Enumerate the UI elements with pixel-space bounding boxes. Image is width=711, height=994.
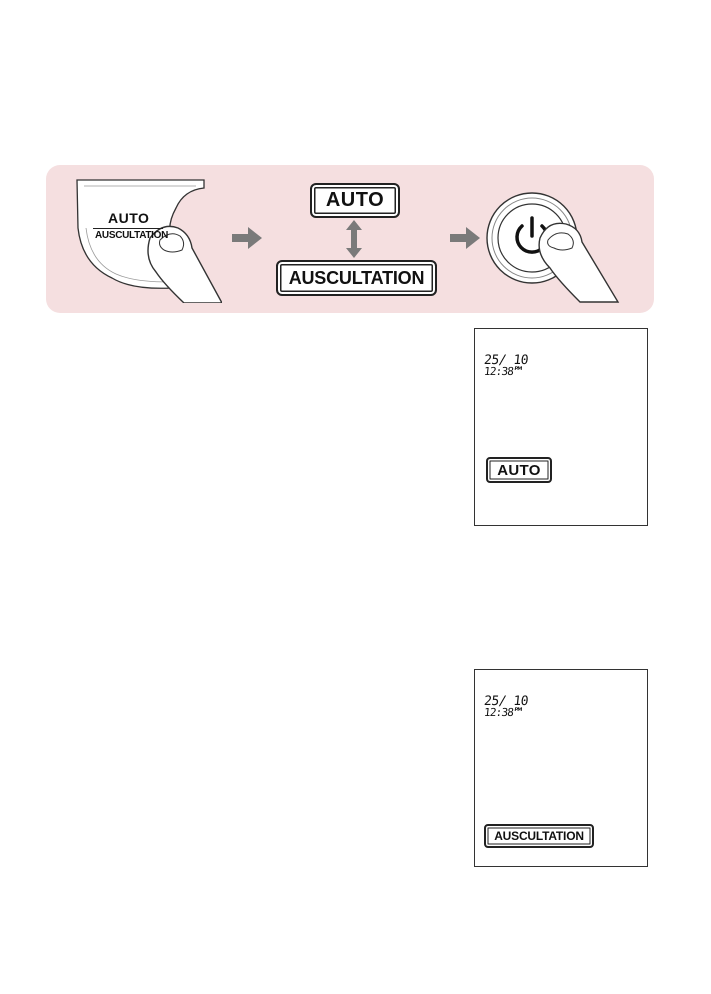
power-button-press-illustration <box>486 180 626 305</box>
mode-indicator-auto: AUTO <box>310 183 400 218</box>
lcd-time: 12:38 <box>483 707 513 718</box>
right-arrow-icon <box>450 227 480 249</box>
lcd-display-auscultation: 25/ 10 12:38 PM AUSCULTATION <box>474 669 648 867</box>
device-button-label-auto: AUTO <box>108 210 149 226</box>
device-button-label-auscultation: AUSCULTATION <box>95 230 168 241</box>
lcd-display-auto: 25/ 10 12:38 PM AUTO <box>474 328 648 526</box>
mode-indicator-auscultation: AUSCULTATION <box>276 260 437 296</box>
lcd-mode-indicator: AUSCULTATION <box>484 824 594 848</box>
device-label-divider <box>93 228 163 229</box>
lcd-ampm: PM <box>514 707 522 713</box>
lcd-time-group: 12:38 PM <box>483 366 521 377</box>
lcd-time: 12:38 <box>483 366 513 377</box>
right-arrow-icon <box>232 227 262 249</box>
lcd-mode-indicator: AUTO <box>486 457 552 483</box>
lcd-time-group: 12:38 PM <box>483 707 521 718</box>
lcd-ampm: PM <box>514 366 522 372</box>
double-arrow-vertical-icon <box>346 220 362 258</box>
